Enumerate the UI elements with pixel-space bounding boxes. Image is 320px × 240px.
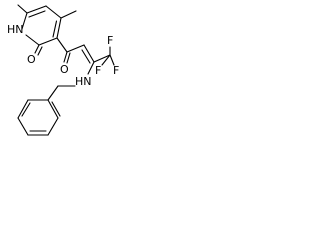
bond-c2-o [34, 44, 40, 54]
atom-label-fluorine-2: F [113, 64, 119, 77]
bond-ph-1 [47, 99, 59, 119]
atom-label-amine-nh: HN [75, 75, 92, 88]
bond-ch2-ring [47, 85, 59, 101]
atom-label-fluorine-1: F [107, 34, 113, 47]
bond-c4-c3 [56, 17, 62, 39]
bond-c6-methyl [17, 4, 28, 14]
bond-carbonyl-vinyl [66, 44, 85, 53]
bond-vinyl-double [83, 44, 95, 63]
bond-cf3-f3 [101, 54, 111, 66]
bond-c-cf3 [93, 54, 111, 63]
bond-carbonyl-o [63, 51, 68, 63]
bond-c6-c5-inner [28, 10, 46, 18]
bond-c2-o-double [37, 46, 43, 56]
bond-c3-c2 [38, 37, 58, 46]
bond-ph-5-inner [21, 102, 31, 117]
atom-label-pyridone-nh: HN [7, 23, 24, 36]
atom-label-ketone-o: O [60, 63, 69, 76]
atom-label-fluorine-3: F [95, 64, 101, 77]
bond-vinyl-double-inner [81, 49, 91, 64]
bond-ph-5 [17, 99, 29, 119]
bond-c4-c3-inner [52, 20, 58, 38]
atom-label-pyridone-o: O [27, 53, 36, 66]
atom-labels: HN O O F F F HN [7, 23, 119, 88]
bond-cf3-f2 [109, 54, 115, 66]
bond-ph-2 [47, 117, 59, 136]
bond-c4-methyl [60, 10, 77, 19]
bond-c6-c5 [26, 5, 47, 14]
chemical-structure: HN O O F F F HN [7, 4, 119, 136]
bond-carbonyl-o-double [66, 52, 71, 64]
bond-ph-1-inner [51, 101, 61, 117]
bond-ph-4 [17, 117, 29, 136]
bond-c3-carbonyl [56, 37, 68, 53]
bond-c5-c4 [45, 5, 62, 19]
bond-n1-c6 [21, 12, 28, 30]
bond-c2-n1 [25, 34, 40, 46]
bond-c-nh [87, 61, 95, 75]
bonds [17, 4, 115, 136]
